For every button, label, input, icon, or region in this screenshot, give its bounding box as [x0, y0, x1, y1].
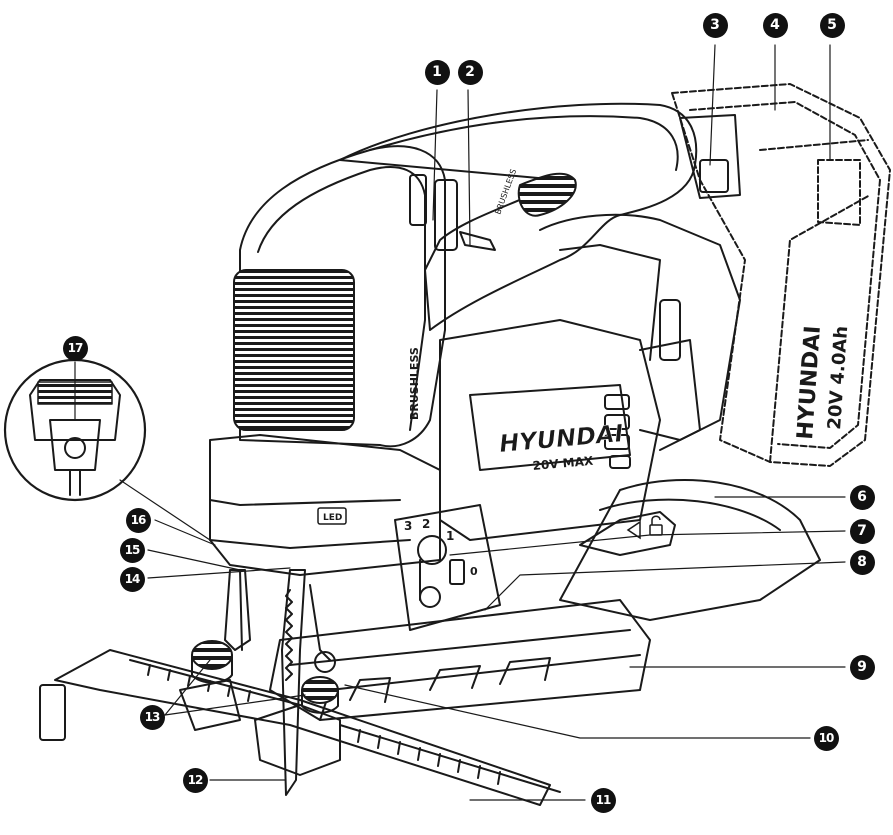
callout-10: 10 — [813, 725, 839, 751]
saw-blade — [281, 569, 306, 796]
handle-grip — [517, 172, 577, 217]
roller-arm — [309, 584, 331, 661]
unlock-icon — [626, 515, 663, 540]
callout-12: 12 — [182, 767, 208, 793]
battery-button — [699, 159, 729, 193]
speed-mark-3: 3 — [404, 519, 412, 533]
led-label: LED — [323, 513, 342, 523]
leader-lines — [74, 44, 846, 801]
brand-text: HYUNDAI — [498, 419, 625, 458]
ruler-end-cap — [39, 684, 66, 741]
battery-spec: 20V 4.0Ah — [824, 325, 852, 430]
callout-11: 11 — [590, 787, 616, 813]
callout-13: 13 — [139, 704, 165, 730]
speed-mark-2: 2 — [422, 517, 430, 531]
callout-7: 7 — [849, 518, 875, 544]
callout-14: 14 — [119, 566, 145, 592]
speed-mark-1: 1 — [446, 529, 454, 543]
callout-5: 5 — [819, 12, 845, 38]
battery-brand: HYUNDAI — [793, 325, 826, 441]
dust-port — [559, 479, 821, 621]
orbital-knob — [417, 535, 447, 565]
voltage-badge: 20V MAX — [532, 454, 594, 473]
motor-housing — [239, 145, 446, 448]
callout-3: 3 — [702, 12, 728, 38]
speed-mark-0: 0 — [470, 565, 478, 578]
led-indicator — [317, 507, 347, 525]
callout-8: 8 — [849, 549, 875, 575]
roller-guide — [314, 651, 336, 673]
usb-port — [659, 299, 681, 361]
guide-bracket — [224, 569, 251, 651]
knob-right — [301, 676, 339, 704]
callout-15: 15 — [119, 537, 145, 563]
motor-text: BRUSHLESS — [408, 347, 421, 420]
guide-ruler — [54, 649, 551, 806]
orbit-lever — [419, 586, 441, 608]
callout-2: 2 — [457, 59, 483, 85]
callout-1: 1 — [424, 59, 450, 85]
callout-9: 9 — [849, 654, 875, 680]
front-shoe — [254, 704, 341, 776]
ruler-scale — [339, 724, 561, 793]
lever-7 — [579, 511, 676, 556]
trigger — [434, 179, 458, 251]
callout-17: 17 — [62, 335, 88, 361]
callout-16: 16 — [125, 507, 151, 533]
callout-6: 6 — [849, 484, 875, 510]
brand-panel — [469, 384, 631, 471]
blade-guard — [209, 539, 411, 549]
callout-4: 4 — [762, 12, 788, 38]
air-vent — [233, 269, 355, 431]
base-plate — [269, 599, 651, 721]
front-housing — [209, 434, 441, 576]
lock-off-switch — [459, 231, 496, 251]
knob-left — [191, 640, 233, 670]
battery-pack — [671, 83, 891, 467]
